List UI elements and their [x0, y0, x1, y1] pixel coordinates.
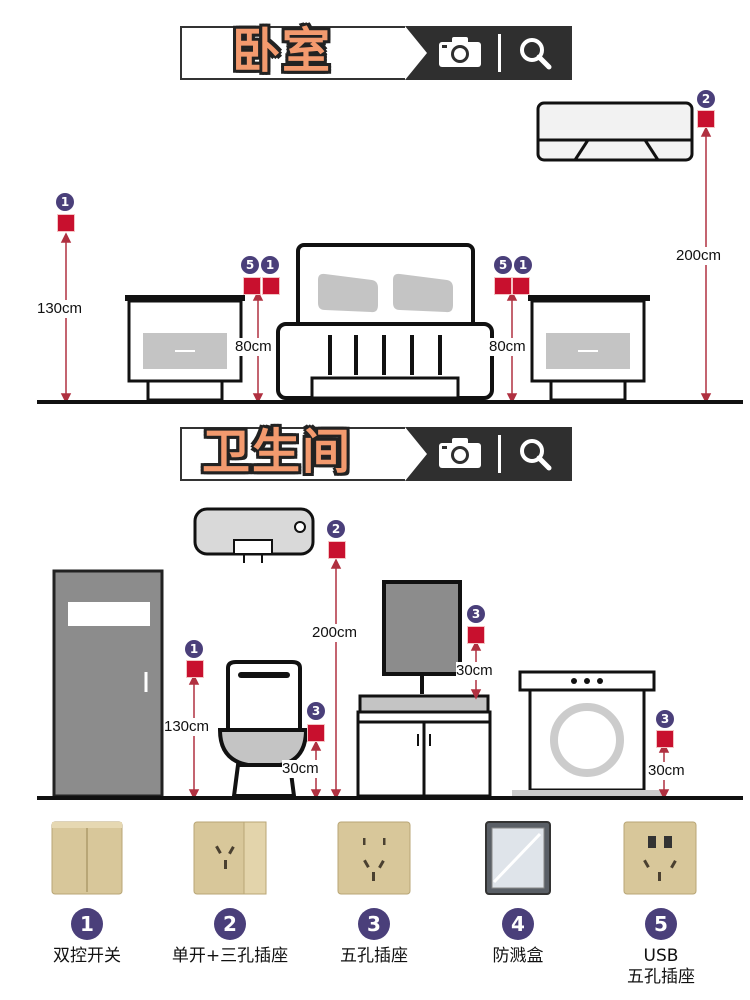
dimension-label: 30cm — [648, 762, 685, 780]
bathroom-header: 卫生间 — [180, 424, 572, 481]
dimension-label: 130cm — [164, 718, 210, 736]
header-arrow — [405, 427, 427, 481]
legend-label: 双控开关 — [53, 946, 121, 966]
bedroom-header: 卧室 — [180, 23, 572, 80]
header-separator — [498, 435, 501, 473]
splash-box-icon — [485, 821, 551, 895]
marker-badge: 2 — [327, 520, 345, 538]
outlet-marker — [467, 626, 485, 644]
bed-icon — [276, 243, 494, 400]
header-separator — [498, 34, 501, 72]
outlet-marker — [262, 277, 280, 295]
marker-badge: 1 — [56, 193, 74, 211]
legend-label: 防溅盒 — [492, 946, 544, 966]
marker-badge: 1 — [261, 256, 279, 274]
dimension-label: 30cm — [282, 760, 319, 778]
header-arrow — [405, 26, 427, 80]
marker-badge: 2 — [697, 90, 715, 108]
marker-badge: 5 — [241, 256, 259, 274]
bathroom-title: 卫生间 — [202, 424, 353, 480]
bedroom-dimension-lines — [60, 126, 712, 404]
marker-badge: 3 — [307, 702, 325, 720]
dimension-label: 200cm — [676, 247, 722, 265]
outlet-marker — [512, 277, 530, 295]
camera-icon[interactable] — [438, 36, 482, 68]
search-icon[interactable] — [518, 36, 552, 70]
legend-number: 4 — [502, 908, 534, 940]
five-hole-socket-icon — [337, 821, 411, 895]
dimension-label: 30cm — [456, 662, 493, 680]
legend-label: 单开+三孔插座 — [171, 946, 289, 966]
door-icon — [52, 569, 164, 798]
marker-badge: 3 — [656, 710, 674, 728]
air-conditioner-icon — [536, 101, 694, 162]
switch-socket-icon — [193, 821, 267, 895]
outlet-marker — [697, 110, 715, 128]
dimension-label: 80cm — [235, 338, 272, 356]
marker-badge: 1 — [185, 640, 203, 658]
search-icon[interactable] — [518, 437, 552, 471]
legend-label: 五孔插座 — [340, 946, 408, 966]
legend-label: 五孔插座 — [627, 967, 695, 987]
washing-machine-icon — [512, 670, 662, 796]
mirror-icon — [382, 580, 462, 694]
marker-badge: 5 — [494, 256, 512, 274]
nightstand-right-icon — [528, 295, 650, 402]
camera-icon[interactable] — [438, 437, 482, 469]
dimension-label: 200cm — [312, 624, 358, 642]
outlet-marker — [186, 660, 204, 678]
outlet-marker — [656, 730, 674, 748]
legend-number: 1 — [71, 908, 103, 940]
marker-badge: 3 — [467, 605, 485, 623]
bedroom-floor-line — [37, 400, 743, 404]
legend-number: 5 — [645, 908, 677, 940]
outlet-marker — [328, 541, 346, 559]
marker-badge: 1 — [514, 256, 532, 274]
outlet-marker — [494, 277, 512, 295]
bathroom-floor-line — [37, 796, 743, 800]
outlet-marker — [307, 724, 325, 742]
water-heater-icon — [193, 507, 315, 563]
legend-number: 3 — [358, 908, 390, 940]
outlet-marker — [243, 277, 261, 295]
legend-label: USB — [643, 946, 679, 966]
legend-number: 2 — [214, 908, 246, 940]
bedroom-title: 卧室 — [232, 23, 333, 79]
dimension-label: 130cm — [37, 300, 83, 318]
double-switch-icon — [51, 821, 123, 895]
nightstand-left-icon — [125, 295, 245, 402]
bathroom-dimension-lines — [188, 558, 670, 800]
dimension-label: 80cm — [489, 338, 526, 356]
outlet-marker — [57, 214, 75, 232]
vanity-icon — [356, 694, 492, 798]
usb-socket-icon — [623, 821, 697, 895]
